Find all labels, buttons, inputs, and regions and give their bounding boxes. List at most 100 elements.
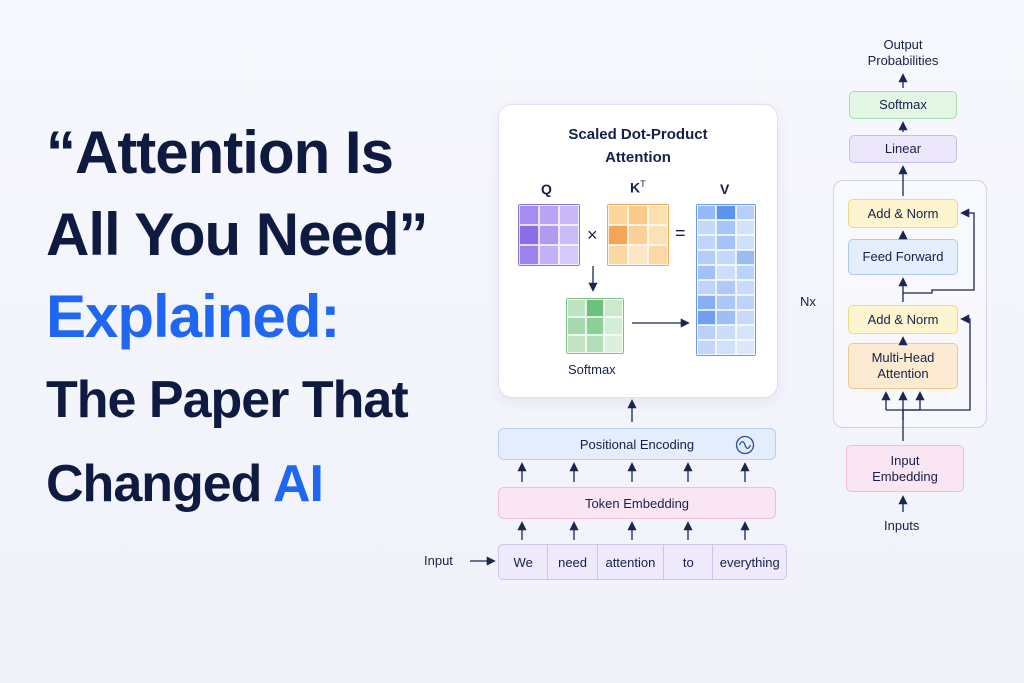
softmax-matrix-cell bbox=[567, 317, 586, 335]
softmax-matrix-cell bbox=[604, 299, 623, 317]
v-matrix-cell bbox=[716, 235, 736, 250]
v-matrix-cell bbox=[697, 220, 717, 235]
add-norm-bottom-block: Add & Norm bbox=[848, 305, 958, 334]
sine-wave-icon bbox=[735, 435, 755, 455]
attention-card: Scaled Dot-Product Attention Q KT V × = … bbox=[498, 104, 778, 398]
v-matrix-cell bbox=[735, 340, 755, 355]
softmax-block: Softmax bbox=[849, 91, 957, 119]
attention-title-line-1: Scaled Dot-Product bbox=[568, 126, 708, 143]
softmax-matrix-cell bbox=[585, 317, 605, 335]
token-cell: We bbox=[499, 545, 549, 579]
v-matrix-cell bbox=[697, 325, 717, 340]
output-label-line-1: Output bbox=[883, 37, 923, 52]
token-cell: everything bbox=[719, 554, 780, 570]
v-matrix-cell bbox=[697, 310, 717, 325]
k-matrix-cell bbox=[628, 225, 648, 245]
v-matrix-cell bbox=[716, 325, 736, 340]
q-matrix-cell bbox=[559, 205, 579, 225]
k-matrix-cell bbox=[628, 205, 648, 225]
softmax-matrix-label: Softmax bbox=[568, 362, 616, 377]
v-matrix-cell bbox=[735, 310, 755, 325]
v-matrix-cell bbox=[735, 250, 755, 265]
linear-block: Linear bbox=[849, 135, 957, 163]
output-label-line-2: Probabilities bbox=[867, 53, 939, 68]
v-matrix-cell bbox=[735, 205, 755, 220]
q-matrix-cell bbox=[539, 245, 559, 265]
token-embedding-label: Token Embedding bbox=[584, 495, 690, 511]
attention-title-line-2: Attention bbox=[605, 149, 671, 166]
token-embedding-bar: Token Embedding bbox=[498, 487, 776, 519]
headline: “Attention Is All You Need” Explained: T… bbox=[46, 112, 486, 526]
v-matrix-cell bbox=[697, 235, 717, 250]
k-matrix-cell bbox=[628, 245, 648, 265]
headline-line-5-text: Changed bbox=[46, 455, 273, 513]
softmax-matrix-cell bbox=[567, 299, 586, 317]
q-matrix-cell bbox=[519, 245, 539, 265]
v-matrix-cell bbox=[716, 250, 736, 265]
multiply-operator: × bbox=[587, 225, 598, 245]
k-matrix-cell bbox=[648, 245, 668, 265]
k-transpose-superscript: T bbox=[640, 179, 646, 189]
v-matrix-cell bbox=[735, 220, 755, 235]
q-matrix-cell bbox=[539, 205, 559, 225]
q-matrix-cell bbox=[559, 245, 579, 265]
token-cell: attention bbox=[598, 545, 665, 579]
q-matrix-cell bbox=[519, 225, 539, 245]
v-matrix-cell bbox=[716, 205, 736, 220]
q-matrix-cell bbox=[539, 225, 559, 245]
feed-forward-block: Feed Forward bbox=[848, 239, 958, 275]
input-embedding-block: Input Embedding bbox=[846, 445, 964, 492]
v-matrix-cell bbox=[697, 205, 717, 220]
output-probabilities-label: Output Probabilities bbox=[853, 37, 953, 69]
mha-line-1: Multi-Head bbox=[871, 350, 935, 365]
k-label-text: K bbox=[630, 179, 641, 196]
headline-line-1: “Attention Is bbox=[46, 119, 394, 186]
token-cell: need bbox=[548, 545, 598, 579]
v-matrix-cell bbox=[735, 235, 755, 250]
k-matrix-cell bbox=[608, 225, 628, 245]
v-matrix-cell bbox=[697, 295, 717, 310]
nx-label: Nx bbox=[800, 294, 816, 309]
v-matrix-cell bbox=[735, 295, 755, 310]
inputs-label: Inputs bbox=[884, 518, 920, 533]
k-matrix-cell bbox=[648, 225, 668, 245]
v-matrix-cell bbox=[697, 280, 717, 295]
v-matrix-cell bbox=[716, 265, 736, 280]
k-label: KT bbox=[630, 179, 646, 196]
headline-line-2: All You Need” bbox=[46, 201, 429, 268]
headline-line-4: The Paper That bbox=[46, 371, 409, 429]
add-norm-top-block: Add & Norm bbox=[848, 199, 958, 228]
v-matrix-cell bbox=[716, 280, 736, 295]
positional-encoding-label: Positional Encoding bbox=[579, 436, 695, 452]
v-matrix-cell bbox=[716, 220, 736, 235]
input-embedding-line-2: Embedding bbox=[872, 468, 938, 484]
k-matrix-cell bbox=[648, 205, 668, 225]
q-matrix bbox=[518, 204, 580, 266]
v-matrix-cell bbox=[735, 280, 755, 295]
v-matrix-cell bbox=[716, 310, 736, 325]
v-matrix bbox=[696, 204, 756, 356]
v-matrix-cell bbox=[735, 265, 755, 280]
v-matrix-cell bbox=[697, 250, 717, 265]
k-matrix-cell bbox=[608, 205, 628, 225]
attention-card-title: Scaled Dot-Product Attention bbox=[499, 123, 777, 169]
softmax-matrix bbox=[566, 298, 624, 354]
v-matrix-cell bbox=[697, 340, 717, 355]
token-cell: to bbox=[664, 545, 714, 579]
softmax-matrix-cell bbox=[604, 317, 623, 335]
softmax-matrix-cell bbox=[585, 299, 605, 317]
q-matrix-cell bbox=[559, 225, 579, 245]
multi-head-attention-block: Multi-Head Attention bbox=[848, 343, 958, 389]
v-label: V bbox=[720, 181, 730, 197]
equals-operator: = bbox=[675, 223, 686, 243]
softmax-matrix-cell bbox=[567, 335, 586, 353]
k-transpose-matrix bbox=[607, 204, 669, 266]
softmax-matrix-cell bbox=[585, 335, 605, 353]
q-matrix-cell bbox=[519, 205, 539, 225]
v-matrix-cell bbox=[716, 295, 736, 310]
k-matrix-cell bbox=[608, 245, 628, 265]
headline-line-5: Changed AI bbox=[46, 442, 486, 526]
v-matrix-cell bbox=[697, 265, 717, 280]
v-matrix-cell bbox=[716, 340, 736, 355]
input-embedding-line-1: Input bbox=[890, 452, 920, 468]
